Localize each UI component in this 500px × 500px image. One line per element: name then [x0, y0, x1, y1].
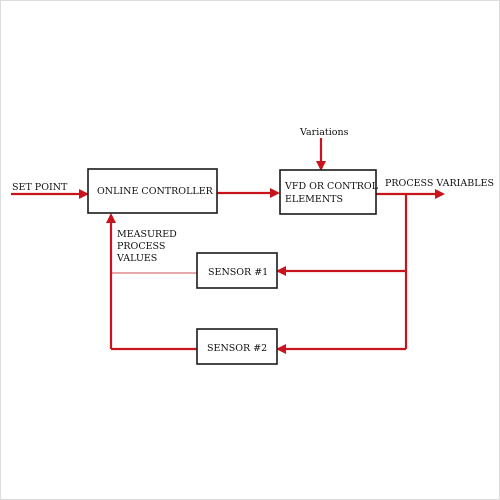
variations-label: Variations: [299, 127, 349, 138]
sensor2-block: SENSOR #2: [196, 328, 278, 365]
vfd-block: VFD OR CONTROL ELEMENTS: [279, 169, 379, 215]
controller-label: ONLINE CONTROLLER: [97, 186, 214, 197]
signal-lines: [11, 138, 445, 354]
sensor1-label: SENSOR #1: [208, 267, 268, 278]
vfd-label-line2: ELEMENTS: [285, 194, 343, 205]
sensor1-block: SENSOR #1: [196, 252, 278, 289]
measured-label-line3: VALUES: [116, 253, 157, 264]
sensor2-label: SENSOR #2: [207, 343, 267, 354]
vfd-label-line1: VFD OR CONTROL: [284, 181, 379, 192]
process-variables-label: PROCESS VARIABLES: [385, 178, 494, 189]
set-point-label: SET POINT: [12, 182, 68, 193]
measured-label-line1: MEASURED: [117, 229, 177, 240]
controller-block: ONLINE CONTROLLER: [87, 168, 218, 214]
measured-label-line2: PROCESS: [117, 241, 165, 252]
